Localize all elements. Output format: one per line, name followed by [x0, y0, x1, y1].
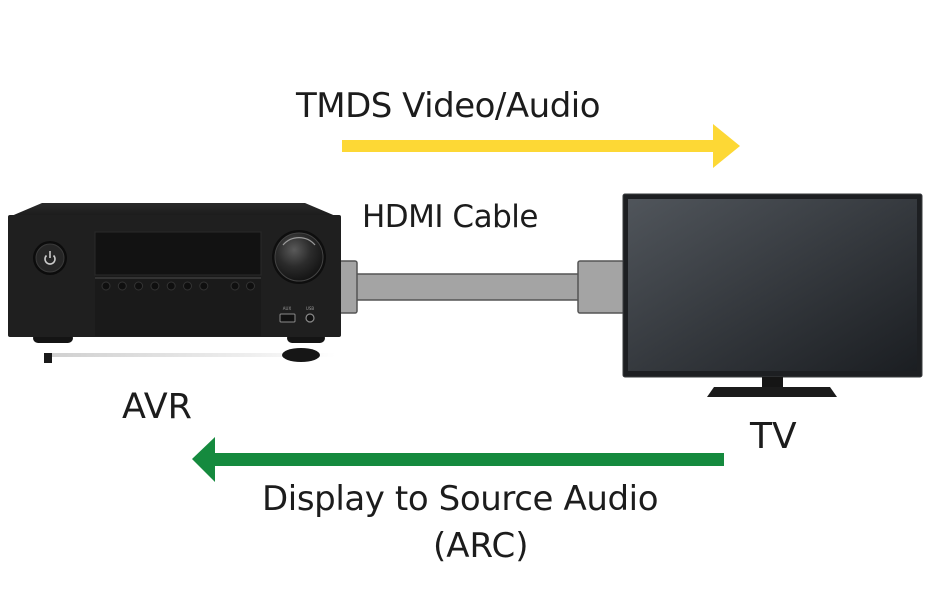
hdmi-connector-tv: [577, 260, 625, 314]
usb-label: USB: [306, 306, 314, 311]
tmds-video-audio-label: TMDS Video/Audio: [296, 86, 601, 126]
avr-panel-button-2[interactable]: [117, 281, 127, 291]
aux-label: AUX: [283, 306, 292, 311]
avr-panel-button-7[interactable]: [199, 281, 209, 291]
avr-device: AUX USB: [8, 203, 341, 363]
svg-text:AUX: AUX: [283, 306, 292, 311]
avr-panel-button-6[interactable]: [183, 281, 192, 291]
avr-panel-button-1[interactable]: [101, 281, 111, 291]
tv-label: TV: [750, 416, 797, 457]
avr-top-panel: [9, 203, 338, 217]
avr-panel-button-9[interactable]: [246, 281, 255, 291]
tv-device: [622, 193, 923, 397]
aux-jack-icon[interactable]: [305, 313, 315, 323]
avr-panel-button-8[interactable]: [230, 281, 240, 291]
tmds-arrow: [342, 124, 740, 168]
tv-stand-base: [707, 387, 837, 397]
arc-label-line1: Display to Source Audio: [262, 479, 659, 519]
arc-arrow-shaft: [214, 453, 724, 466]
arc-arrow-head: [192, 437, 215, 482]
avr-panel-button-4[interactable]: [150, 281, 160, 291]
avr-volume-knob[interactable]: [272, 230, 326, 284]
avr-buttons: [101, 281, 255, 291]
arc-arrow: [192, 437, 724, 482]
avr-shelf: [44, 353, 336, 357]
arc-label-line2: (ARC): [433, 526, 529, 566]
avr-rear-foot: [282, 348, 320, 362]
avr-display: [94, 231, 262, 276]
tv-stand-neck: [762, 377, 783, 389]
tmds-arrow-head: [713, 124, 740, 168]
avr-power-button[interactable]: [33, 241, 67, 275]
svg-text:USB: USB: [306, 306, 314, 311]
tmds-arrow-shaft: [342, 140, 718, 152]
hdmi-cable-body: [354, 273, 581, 301]
usb-port-icon[interactable]: [279, 313, 296, 323]
hdmi-cable-label: HDMI Cable: [362, 199, 538, 235]
power-icon: [44, 251, 56, 265]
avr-panel-button-3[interactable]: [134, 281, 144, 291]
tv-screen: [628, 199, 917, 371]
avr-panel-button-5[interactable]: [166, 281, 176, 291]
hdmi-cable: [337, 260, 625, 314]
avr-label: AVR: [122, 387, 192, 427]
